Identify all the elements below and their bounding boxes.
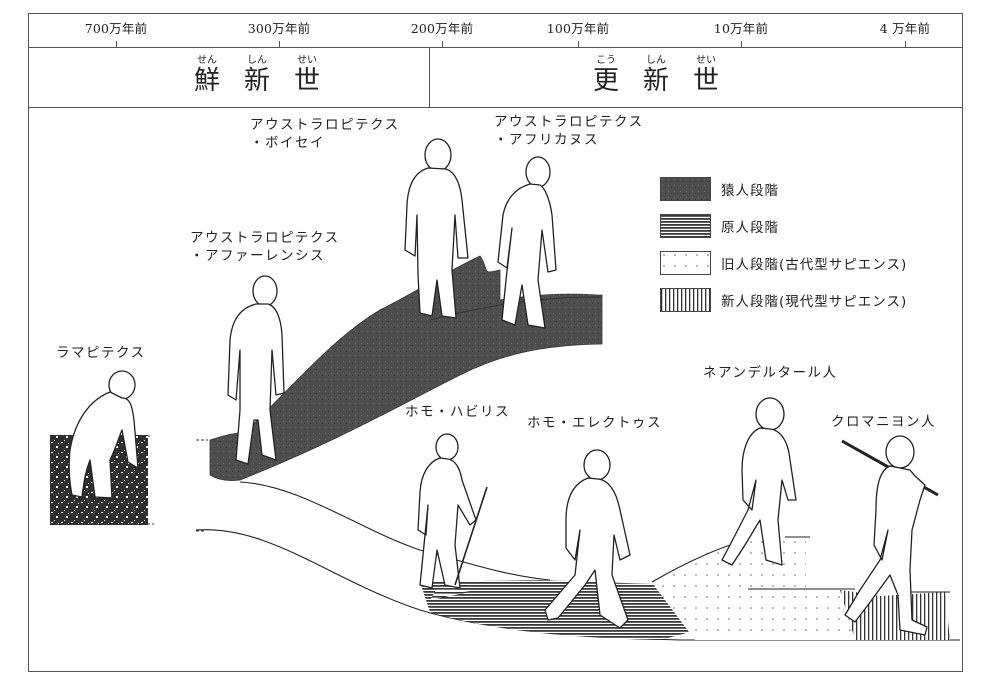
tick-mark [905,41,906,47]
habilis-figure [417,433,488,589]
afarensis-figure [227,275,285,465]
label-cromagnon: クロマニヨン人 [831,414,936,430]
epoch-kanji: 新 [642,66,670,96]
tick-mark [741,41,742,47]
ruby-text: こう [595,55,616,66]
legend-item-early-man: 原人段階 [660,207,907,244]
legend-label: 旧人段階(古代型サピエンス) [721,256,908,273]
tick-mark [116,41,117,47]
legend-label: 原人段階 [721,219,779,236]
tick-mark [578,41,579,47]
tick-mark [442,41,443,47]
ruby-text: しん [246,55,267,66]
label-erectus: ホモ・エレクトゥス [527,415,662,431]
cromagnon-figure [841,435,939,636]
epoch-kanji: 新 [243,66,271,96]
label-africanus-line2: ・アフリカヌス [494,132,599,148]
legend: 猿人段階 原人段階 旧人段階(古代型サピエンス) 新人段階(現代型サピエンス) [660,170,907,318]
swatch-dark-stipple [660,176,711,201]
epoch-row: せん鮮 しん新 せい世 こう更 しん新 せい世 [29,47,962,108]
swatch-dots [660,250,711,275]
epoch-pleistocene: こう更 しん新 せい世 [430,47,962,107]
label-boisei-line1: アウストラロピテクス [250,117,400,133]
label-habilis: ホモ・ハビリス [405,404,510,420]
tick-label: 300万年前 [247,21,311,36]
diagram-frame: 700万年前 300万年前 200万年前 100万年前 10万年前 4 万年前 … [28,13,963,672]
tick-label: 200万年前 [410,21,474,36]
africanus-figure [497,156,557,329]
tick-label: 4 万年前 [879,21,931,36]
legend-label: 新人段階(現代型サピエンス) [721,293,908,310]
tick-mark [279,41,280,47]
ruby-text: せい [696,55,717,66]
epoch-kanji: 更 [592,66,619,96]
boisei-figure [404,138,469,319]
swatch-vertical-lines [660,287,711,312]
label-africanus-line1: アウストラロピテクス [494,114,644,130]
epoch-kanji: 世 [294,66,321,96]
tick-label: 100万年前 [546,21,610,36]
erectus-figure [544,449,631,629]
timeline-row: 700万年前 300万年前 200万年前 100万年前 10万年前 4 万年前 [29,14,962,48]
ruby-text: せん [196,55,217,66]
legend-item-ape-man: 猿人段階 [660,170,907,207]
label-neanderthal: ネアンデルタール人 [703,365,838,381]
label-afarensis-line1: アウストラロピテクス [190,230,340,246]
legend-item-modern-sapiens: 新人段階(現代型サピエンス) [660,281,907,318]
tick-label: 10万年前 [713,21,769,36]
label-ramapithecus: ラマピテクス [56,345,146,361]
neanderthal-figure [721,397,797,566]
label-boisei-line2: ・ボイセイ [250,135,325,151]
label-afarensis-line2: ・アファーレンシス [190,248,325,264]
epoch-kanji: 世 [693,66,720,96]
epoch-kanji: 鮮 [193,66,220,96]
swatch-horizontal-lines [660,213,711,238]
ramapithecus-figure [68,370,139,499]
ruby-text: せい [297,55,318,66]
tick-label: 700万年前 [84,21,148,36]
archaic-sapiens-band [651,536,860,640]
legend-label: 猿人段階 [721,182,779,199]
ruby-text: しん [645,55,666,66]
legend-item-archaic-sapiens: 旧人段階(古代型サピエンス) [660,244,907,281]
epoch-pliocene: せん鮮 しん新 せい世 [29,47,430,107]
